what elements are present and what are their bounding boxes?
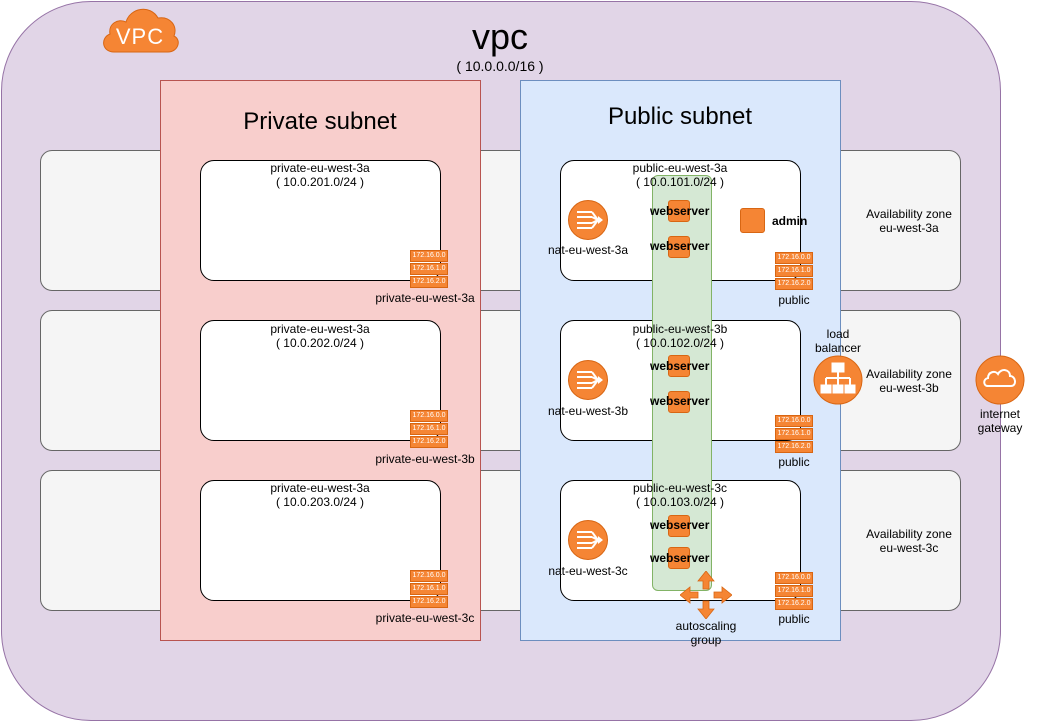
private-subnet-3a-label: private-eu-west-3a( 10.0.201.0/24 ) <box>270 161 370 189</box>
route-table-row: 172.16.0.0 <box>410 570 448 582</box>
nat-gateway-icon <box>568 200 608 240</box>
webserver-icon <box>668 355 690 377</box>
webserver-label: webserver <box>650 204 710 218</box>
private-subnet-3b <box>200 320 441 441</box>
vpc-title: vpc <box>471 16 529 57</box>
webserver-icon <box>668 236 690 258</box>
admin-label: admin <box>772 214 808 228</box>
route-table-row: 172.16.1.0 <box>410 263 448 275</box>
public-subnet-title: Public subnet <box>607 103 753 130</box>
nat-label-3b: nat-eu-west-3b <box>547 404 629 418</box>
private-subnet-title: Private subnet <box>243 108 397 135</box>
webserver-icon <box>668 515 690 537</box>
route-table-row: 172.16.0.0 <box>410 410 448 422</box>
private-subnet-3c-label: private-eu-west-3a( 10.0.203.0/24 ) <box>270 481 370 509</box>
route-table-row: 172.16.1.0 <box>775 428 813 440</box>
route-table-row: 172.16.2.0 <box>775 278 813 290</box>
route-table-row: 172.16.1.0 <box>410 583 448 595</box>
route-table-row: 172.16.0.0 <box>775 252 813 264</box>
public-subnet-3a-label: public-eu-west-3a( 10.0.101.0/24 ) <box>632 161 728 189</box>
public-route-label-3c: public <box>778 612 810 626</box>
route-table-row: 172.16.1.0 <box>775 585 813 597</box>
public-route-label-3a: public <box>778 293 810 307</box>
route-table-row: 172.16.1.0 <box>410 423 448 435</box>
nat-gateway-icon <box>568 360 608 400</box>
private-route-label-3b: private-eu-west-3b <box>375 452 475 466</box>
route-table-row: 172.16.0.0 <box>775 572 813 584</box>
public-route-label-3b: public <box>778 455 810 469</box>
route-table-row: 172.16.2.0 <box>410 596 448 608</box>
webserver-icon <box>668 200 690 222</box>
admin-server-icon <box>740 208 765 233</box>
webserver-label: webserver <box>650 359 710 373</box>
private-subnet-3c <box>200 480 441 601</box>
route-table-row: 172.16.0.0 <box>410 250 448 262</box>
public-subnet-3c-label: public-eu-west-3c( 10.0.103.0/24 ) <box>632 481 728 509</box>
route-table-row: 172.16.1.0 <box>775 265 813 277</box>
private-route-label-3c: private-eu-west-3c <box>375 611 475 625</box>
route-table-row: 172.16.0.0 <box>775 415 813 427</box>
route-table-row: 172.16.2.0 <box>410 276 448 288</box>
webserver-label: webserver <box>650 518 710 532</box>
public-subnet-3b-label: public-eu-west-3b( 10.0.102.0/24 ) <box>632 322 728 350</box>
nat-label-3a: nat-eu-west-3a <box>547 243 629 257</box>
autoscaling-icon <box>680 571 732 619</box>
load-balancer-icon <box>813 355 863 405</box>
webserver-icon <box>668 391 690 413</box>
private-route-label-3a: private-eu-west-3a <box>375 291 475 305</box>
route-table-row: 172.16.2.0 <box>775 441 813 453</box>
vpc-badge-text: VPC <box>116 24 164 49</box>
nat-gateway-icon <box>568 520 608 560</box>
route-table-row: 172.16.2.0 <box>410 436 448 448</box>
webserver-icon <box>668 547 690 569</box>
private-subnet-3b-label: private-eu-west-3a( 10.0.202.0/24 ) <box>270 322 370 350</box>
vpc-cidr: ( 10.0.0.0/16 ) <box>456 58 544 74</box>
route-table-row: 172.16.2.0 <box>775 598 813 610</box>
webserver-label: webserver <box>650 239 710 253</box>
private-subnet-3a <box>200 160 441 281</box>
webserver-label: webserver <box>650 551 710 565</box>
nat-label-3c: nat-eu-west-3c <box>548 564 628 578</box>
webserver-label: webserver <box>650 394 710 408</box>
vpc-cloud-icon: VPC <box>100 2 180 56</box>
internet-gateway-icon <box>975 355 1025 405</box>
